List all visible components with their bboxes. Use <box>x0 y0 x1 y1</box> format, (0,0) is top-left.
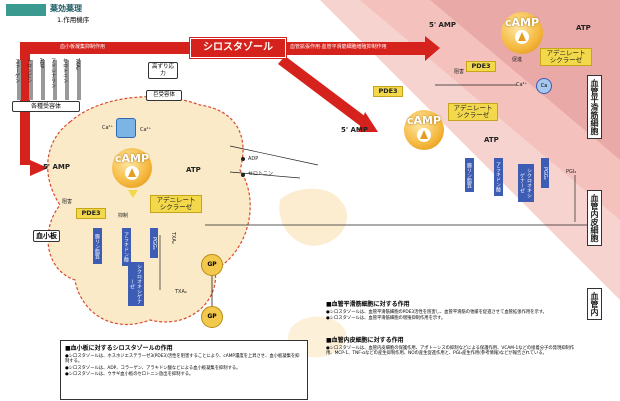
smc-5amp: 5' AMP <box>429 21 456 29</box>
smc-ca-label: Ca <box>540 83 548 89</box>
platelet-note-item-2: ●シロスタゾールは、ADP、コラーゲン、アラキドン酸などによる血小板凝集を抑制す… <box>65 365 241 371</box>
gp-label-2: GP <box>207 313 217 320</box>
endo-note-item-1: ●シロスタゾールは、血管内皮細胞の保護作用、アポトーシスの抑制などによる保護作用… <box>326 346 575 357</box>
endo-pgg2: PGG₂ <box>541 158 549 188</box>
smc-camp-label: cAMP <box>504 16 540 29</box>
agonist-adp: ADP <box>38 58 44 69</box>
platelet-txa2-inner: TXA₂ <box>170 232 176 244</box>
smc-pde3: PDE3 <box>466 61 496 72</box>
endo-arachidonic: アラキドン酸 <box>494 158 503 196</box>
platelet-cyclooxygenase: シクロオキシゲナーゼ <box>128 262 144 306</box>
arrow-head-endo <box>358 112 378 132</box>
platelet-block: 阻害 <box>62 199 73 205</box>
receptor-channel-icon <box>116 118 136 138</box>
smc-note-item-1: ●シロスタゾールは、血管平滑筋細胞のPDE3活性を阻害し、血管平滑筋の弛緩を促進… <box>326 310 547 315</box>
smc-ca-circle: Ca <box>536 78 552 94</box>
arrow-label-platelet: 血小板凝集抑制作用 <box>60 44 106 50</box>
endo-adenylate: アデニレート シクラーゼ <box>448 103 498 121</box>
platelet-cell <box>47 96 251 326</box>
smc-promote: 促進 <box>512 57 523 63</box>
up-arrow-icon <box>125 166 139 180</box>
serotonin-label: セロトニン <box>248 171 274 177</box>
endo-camp: cAMP <box>404 110 444 150</box>
agonist-arrows <box>17 60 81 100</box>
platelet-cell-2 <box>279 188 348 246</box>
platelet-note: ■血小板に対するシロスタゾールの作用 ●シロスタゾールは、ホスホジエステラーゼ3… <box>60 340 308 400</box>
agonist-thrombin: トロンビン <box>26 58 32 83</box>
smc-camp: cAMP <box>501 12 543 54</box>
platelet-txa2-out: TXA₂ <box>175 289 187 295</box>
arrow-to-smc <box>285 42 425 55</box>
platelet-note-title: ■血小板に対するシロスタゾールの作用 <box>65 345 173 352</box>
gp-receptor-1: GP <box>201 254 223 276</box>
platelet-note-item-1: ●シロスタゾールは、ホスホジエステラーゼ3(PDE3)活性を阻害することにより、… <box>65 354 300 365</box>
platelet-region-label: 血小板 <box>33 230 60 243</box>
adp-label: ADP <box>248 156 259 162</box>
serotonin-dot <box>241 173 245 177</box>
shear-stress-label: 高ずり応力 <box>148 62 178 80</box>
vwf-receptor-label: 巨受容体 <box>146 90 182 101</box>
drug-label: シロスタゾール <box>190 38 286 58</box>
smc-note-item-2: ●シロスタゾールは、血管平滑筋細胞の増殖抑制作用を示す。 <box>326 316 446 322</box>
adp-dot <box>241 157 245 161</box>
platelet-camp-label: cAMP <box>114 152 150 165</box>
platelet-ca-left: Ca²⁺ <box>102 125 114 131</box>
lumen-region-label: 血管内 <box>587 288 602 320</box>
up-arrow-icon <box>515 30 529 44</box>
connector-adp <box>229 145 319 166</box>
agonist-serotonin: セロトニン <box>62 58 68 83</box>
up-arrow-icon <box>417 128 431 142</box>
smc-atp: ATP <box>576 24 591 32</box>
platelet-pgg2: PGG₂ <box>150 228 158 258</box>
endo-cyclooxygenase: シクロオキシゲナーゼ <box>518 164 534 202</box>
endo-5amp: 5' AMP <box>341 126 368 134</box>
section-title: 薬効薬理 <box>50 4 82 13</box>
platelet-phospholipid: 膜リン脂質 <box>93 228 102 264</box>
section-bar <box>6 4 46 16</box>
smc-block: 阻害 <box>454 69 465 75</box>
smc-note-title: ■血管平滑筋細胞に対する作用 <box>326 301 410 308</box>
platelet-5amp: 5' AMP <box>43 163 70 171</box>
platelet-adenylate: アデニレート シクラーゼ <box>150 195 202 213</box>
platelet-ca-right: Ca²⁺ <box>140 127 152 133</box>
smc-adenylate: アデニレート シクラーゼ <box>540 48 592 66</box>
platelet-arrow-down <box>128 190 138 198</box>
agonist-adrenaline: アドレナリン <box>50 58 56 88</box>
endo-camp-label: cAMP <box>406 114 442 127</box>
receptor-label: 各種受容体 <box>12 101 80 113</box>
arrow-to-endo <box>278 56 370 128</box>
endo-phospholipid: 膜リン脂質 <box>465 158 474 192</box>
arrow-head-smc <box>425 36 440 61</box>
platelet-atp: ATP <box>186 166 201 174</box>
endo-pde3: PDE3 <box>373 86 403 97</box>
platelet-camp: cAMP <box>112 148 152 188</box>
smc-ca2: Ca²⁺ <box>516 82 528 88</box>
smc-region-label: 血管平滑筋細胞 <box>587 75 602 139</box>
gp-label-1: GP <box>207 261 217 268</box>
endo-region-label: 血管内皮細胞 <box>587 190 602 246</box>
arrow-head-platelet <box>30 160 48 176</box>
endo-note: ■血管内皮細胞に対する作用 ●シロスタゾールは、血管内皮細胞の保護作用、アポトー… <box>322 333 582 397</box>
endo-pgi2: PGI₂ <box>566 169 577 175</box>
platelet-inhibit: 抑制 <box>118 213 129 219</box>
platelet-note-item-3: ●シロスタゾールは、ウサギ血小板のセロトニン放出を抑制する。 <box>65 372 194 378</box>
agonist-collagen: コラーゲン <box>14 58 20 83</box>
arrow-label-smc: 血管拡張作用·血管平滑筋細胞増殖抑制作用 <box>290 44 387 50</box>
endo-note-title: ■血管内皮細胞に対する作用 <box>326 337 404 344</box>
platelet-pde3: PDE3 <box>76 208 106 219</box>
endo-atp: ATP <box>484 136 499 144</box>
subsection-title: 1.作用機序 <box>57 16 90 24</box>
smc-note: ■血管平滑筋細胞に対する作用 ●シロスタゾールは、血管平滑筋細胞のPDE3活性を… <box>322 297 582 337</box>
platelet-arachidonic: アラキドン酸 <box>122 228 131 266</box>
gp-receptor-2: GP <box>201 306 223 328</box>
agonist-txa2: TXA₂ <box>74 58 80 70</box>
